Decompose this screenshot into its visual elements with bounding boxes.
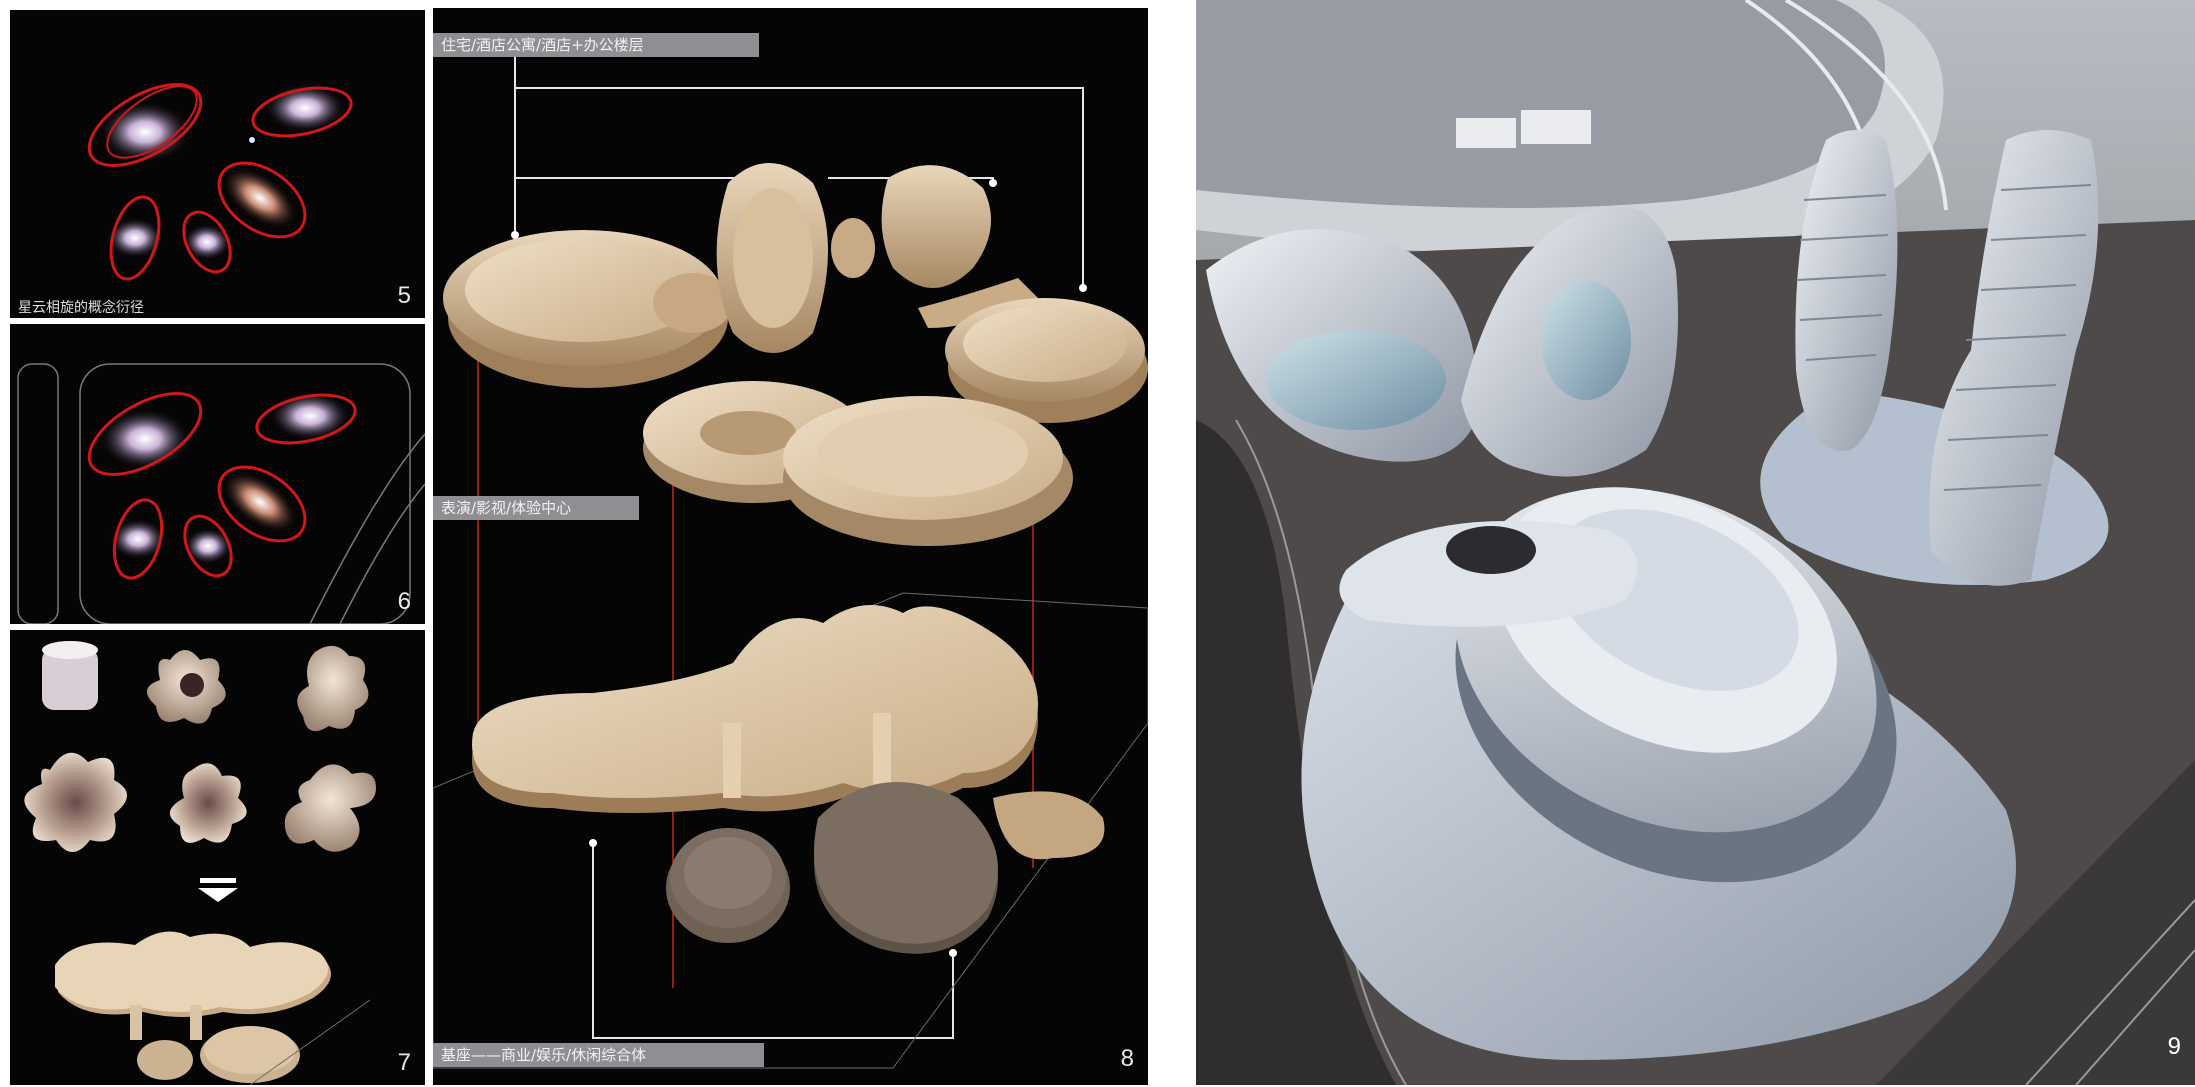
- combined-base-model: [55, 932, 331, 1083]
- panel-8-number: 8: [1121, 1045, 1134, 1073]
- panel-8-exploded-diagram: 住宅/酒店公寓/酒店+办公楼层 表演/影视/体验中心 基座——商业/娱乐/休闲综…: [433, 8, 1148, 1085]
- site-overlay-illustration: [10, 324, 425, 624]
- panel-5-number: 5: [398, 282, 411, 310]
- star-form-1: [24, 753, 127, 852]
- panel-7-form-evolution: 7: [10, 630, 425, 1085]
- panel-5-nebula-concept: 星云相旋的概念衍径 5: [10, 10, 425, 318]
- upper-level-models: [443, 163, 1148, 423]
- panel-9-aerial-render: 9: [1196, 0, 2195, 1085]
- panel-8-label-top: 住宅/酒店公寓/酒店+办公楼层: [433, 33, 759, 57]
- exploded-model-illustration: [433, 8, 1148, 1085]
- panel-9-number: 9: [2168, 1033, 2181, 1061]
- blob-form: [285, 764, 376, 851]
- galaxy-group: [76, 68, 355, 284]
- panel-8-label-mid: 表演/影视/体验中心: [433, 496, 639, 520]
- nebula-illustration: [10, 10, 425, 318]
- panel-7-number: 7: [398, 1049, 411, 1077]
- panel-8-label-bottom: 基座——商业/娱乐/休闲综合体: [433, 1043, 764, 1067]
- arrow-double-down-icon: [198, 878, 238, 902]
- panel-6-number: 6: [398, 588, 411, 616]
- aerial-render-illustration: [1196, 0, 2195, 1085]
- cross-form-2: [297, 646, 368, 731]
- cylinder-form: [42, 641, 98, 710]
- form-evolution-illustration: [10, 630, 425, 1085]
- base-level-model: [472, 605, 1104, 954]
- star-form-2: [170, 763, 247, 843]
- panel-5-caption: 星云相旋的概念衍径: [10, 298, 152, 318]
- panel-6-site-overlay: 6: [10, 324, 425, 624]
